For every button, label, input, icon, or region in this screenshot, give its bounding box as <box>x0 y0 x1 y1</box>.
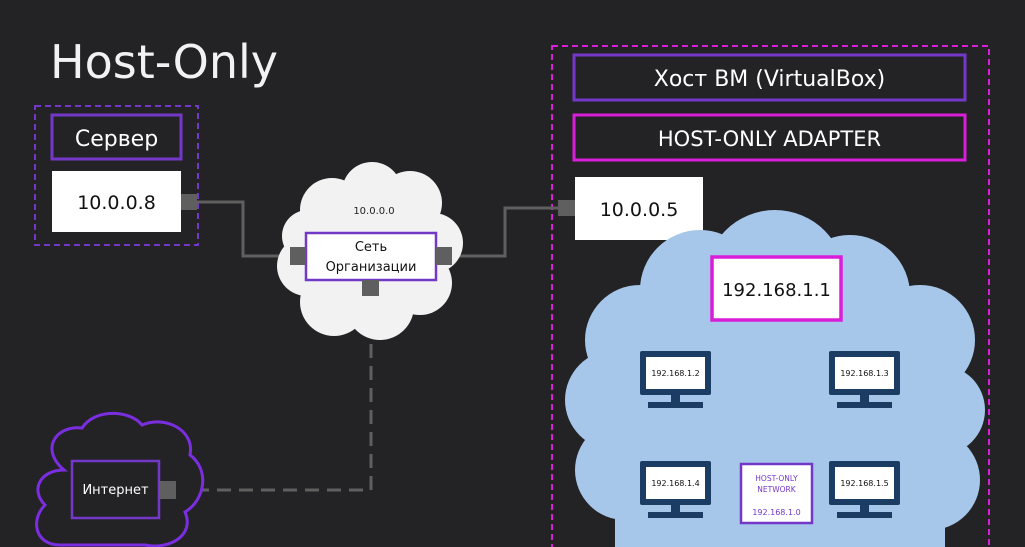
host-adapter-label: HOST-ONLY ADAPTER <box>658 127 881 151</box>
hostonly-network-line1: HOST-ONLY <box>755 474 798 483</box>
wire-org-to-internet <box>175 300 373 492</box>
server-group-frame <box>34 105 199 246</box>
org-cloud-label: 10.0.0.0 <box>353 206 394 217</box>
computer-2: 192.168.1.3 <box>829 351 900 408</box>
host-ip: 10.0.0.5 <box>600 199 679 221</box>
org-network-line1: Сеть <box>355 240 387 255</box>
hostonly-network-line2: NETWORK <box>757 485 796 494</box>
computer-4-ip: 192.168.1.5 <box>840 479 888 488</box>
hostonly-network-subnet: 192.168.1.0 <box>752 508 800 517</box>
computer-2-ip: 192.168.1.3 <box>840 369 888 378</box>
host-port <box>558 200 575 216</box>
computer-4: 192.168.1.5 <box>829 461 900 518</box>
computer-1-ip: 192.168.1.2 <box>651 369 699 378</box>
server-label: Сервер <box>75 127 158 152</box>
internet-box <box>70 459 161 520</box>
host-adapter-box <box>572 113 967 162</box>
org-port-bottom <box>362 280 379 296</box>
hostonly-network-box <box>739 462 814 525</box>
computer-1: 192.168.1.2 <box>640 351 711 408</box>
server-label-box <box>50 113 183 161</box>
computer-3-ip: 192.168.1.4 <box>651 479 699 488</box>
org-port-left <box>290 247 306 265</box>
gateway-box <box>710 255 843 322</box>
host-title: Хост ВМ (VirtualBox) <box>654 67 885 92</box>
server-port <box>181 194 197 210</box>
host-group-frame <box>551 45 990 547</box>
host-ip-box <box>575 177 703 240</box>
wire-org-to-host <box>452 206 560 258</box>
org-network-line2: Организации <box>326 260 417 275</box>
server-ip-box <box>52 171 181 232</box>
org-port-right <box>436 247 452 265</box>
computer-3: 192.168.1.4 <box>640 461 711 518</box>
host-title-box <box>572 53 967 102</box>
internet-label: Интернет <box>82 483 149 498</box>
gateway-ip: 192.168.1.1 <box>722 280 831 301</box>
server-ip: 10.0.0.8 <box>77 192 156 214</box>
diagram-title: Host-Only <box>50 35 278 89</box>
wire-server-to-org <box>195 200 292 258</box>
internet-port <box>159 481 176 499</box>
